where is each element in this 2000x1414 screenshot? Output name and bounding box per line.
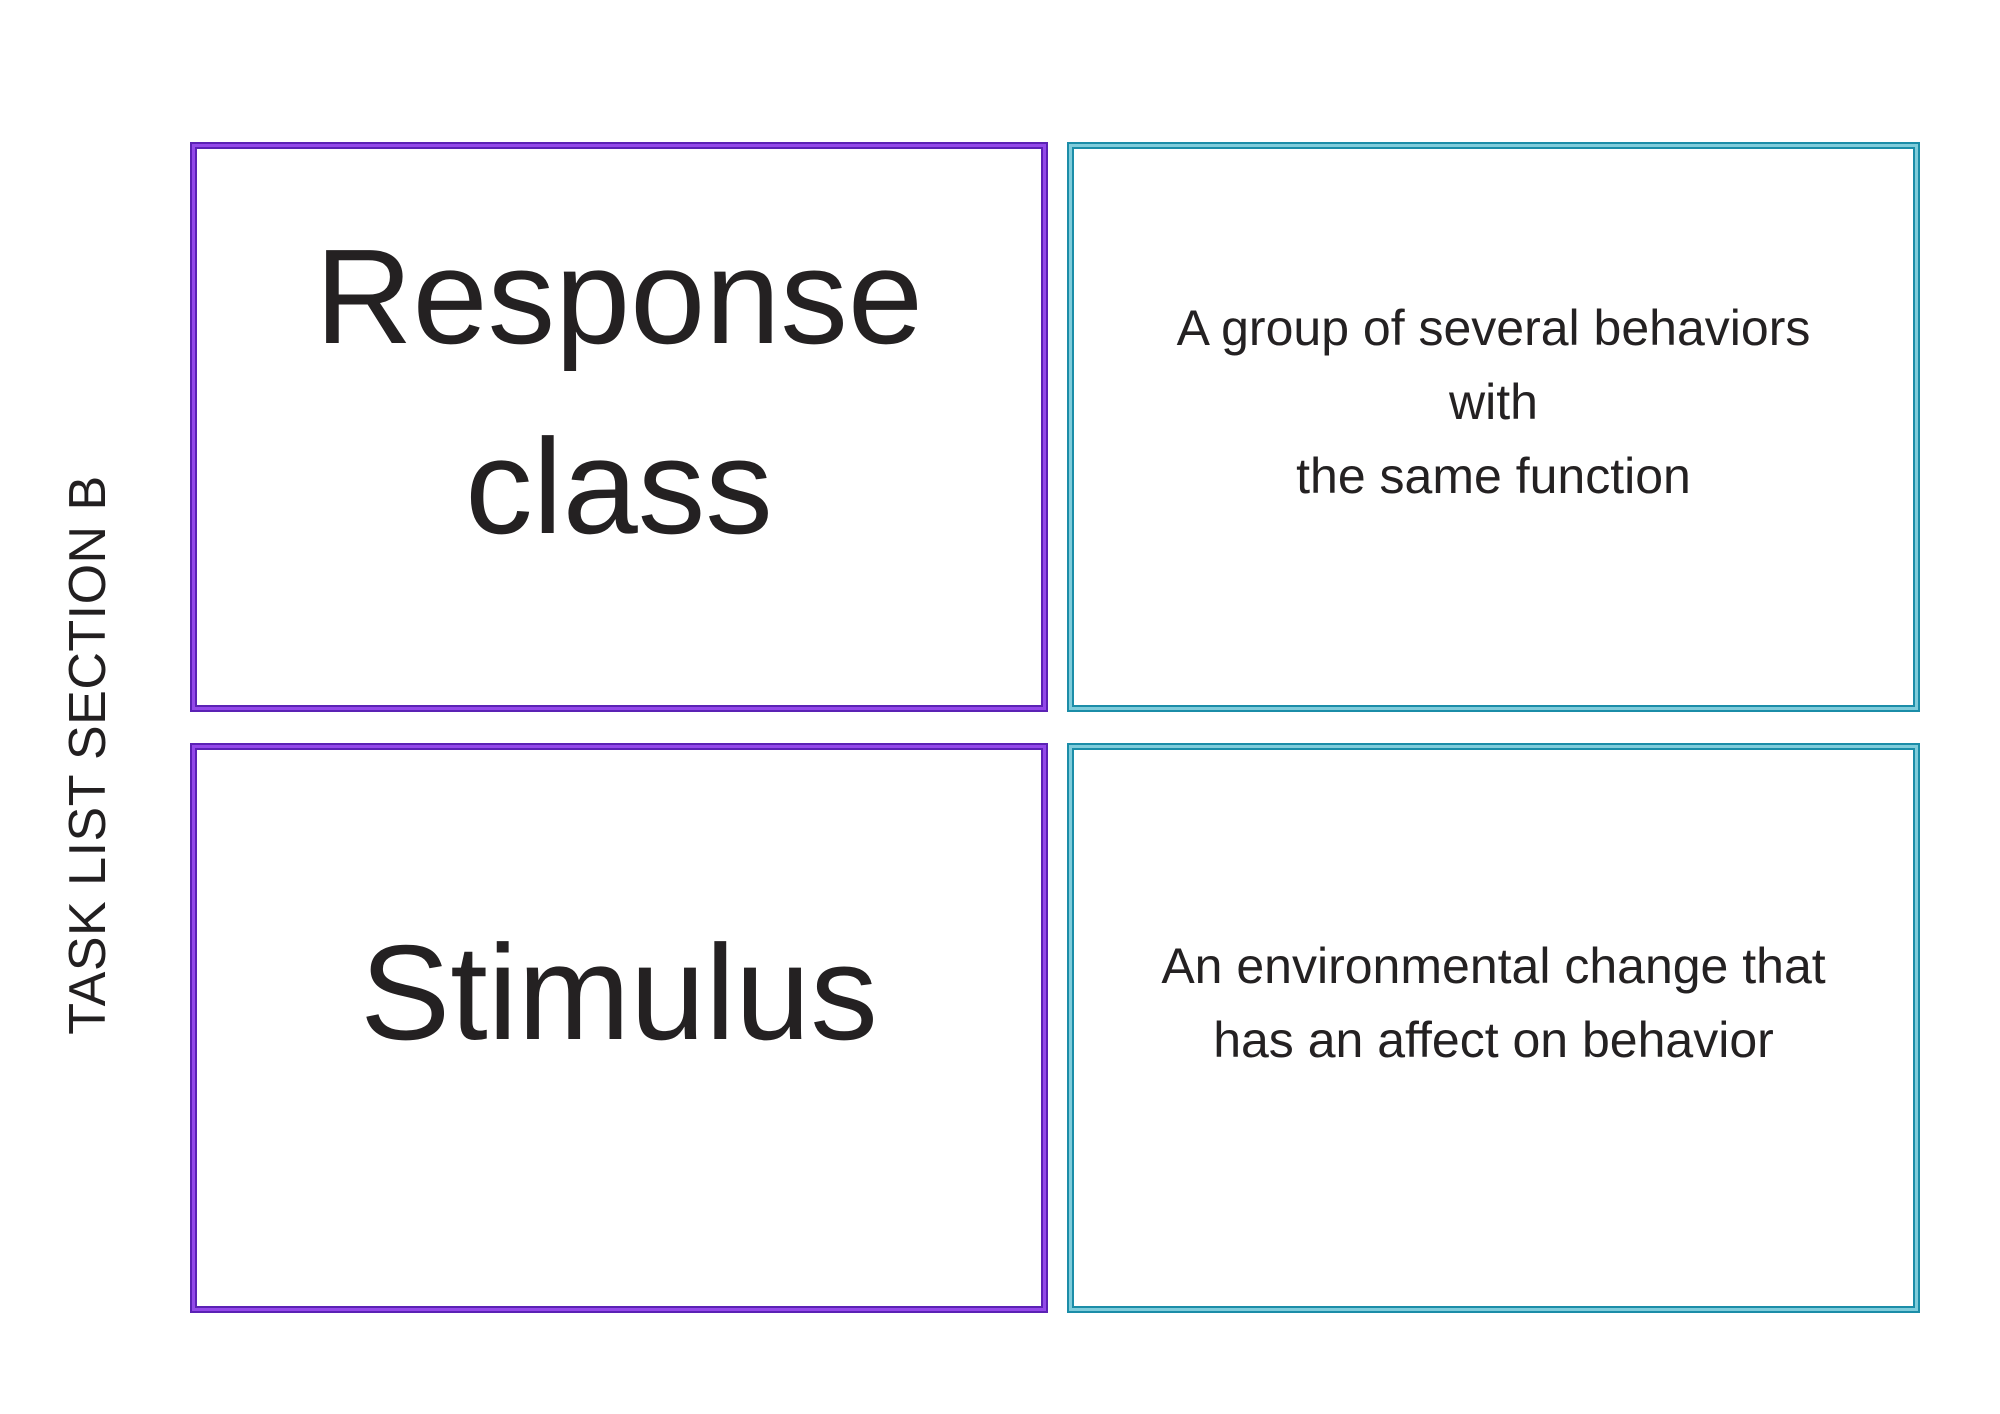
term-card-stimulus: Stimulus [190, 743, 1048, 1313]
term-card-response-class: Response class [190, 142, 1048, 712]
definition-card-response-class: A group of several behaviors with the sa… [1067, 142, 1920, 712]
section-side-label: TASK LIST SECTION B [59, 475, 117, 1035]
definition-card-stimulus: An environmental change that has an affe… [1067, 743, 1920, 1313]
